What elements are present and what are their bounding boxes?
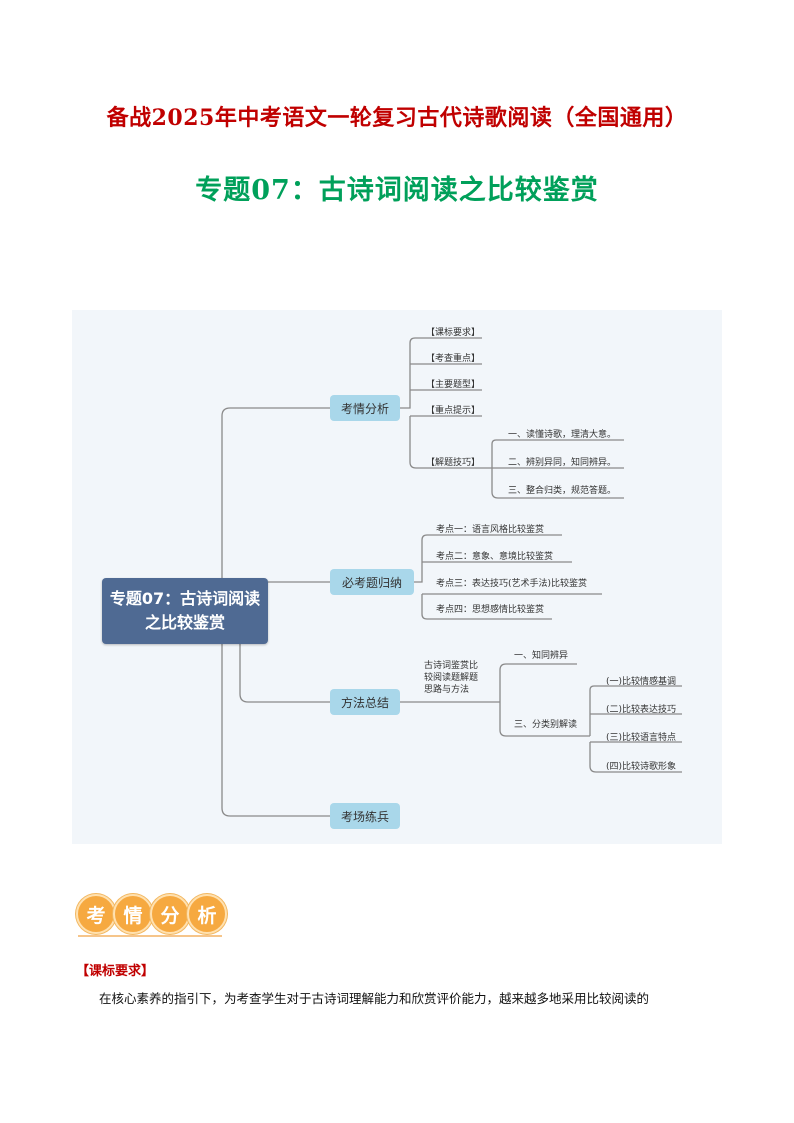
branch-node-practice: 考场练兵 [330, 803, 400, 829]
leaf-point-2: 考点二：意象、意境比较鉴赏 [436, 552, 554, 562]
leaf-tip-1: 一、读懂诗歌，理清大意。 [508, 430, 617, 440]
leaf-exam-focus: 【考查重点】 [426, 354, 481, 364]
banner-badge-4: 析 [187, 894, 227, 934]
section-banner: 考 情 分 析 [76, 894, 227, 937]
leaf-sub-1: (一)比较情感基调 [606, 677, 677, 687]
leaf-tip-3: 三、整合归类，规范答题。 [508, 486, 617, 496]
connector-trunk-lower [221, 644, 330, 817]
leaf-solving-skills: 【解题技巧】 [426, 458, 481, 468]
connector-b1-tips [491, 439, 624, 499]
banner-badge-1: 考 [76, 894, 116, 934]
connector-b2-c4 [421, 594, 552, 620]
connector-b3-sub [589, 685, 682, 773]
leaf-point-4: 考点四：思想感情比较鉴赏 [436, 605, 545, 615]
leaf-tip-2: 二、辨别异同，知同辨异。 [508, 458, 617, 468]
branch-node-method-summary: 方法总结 [330, 689, 400, 715]
root-node: 专题07：古诗词阅读之比较鉴赏 [102, 578, 268, 644]
leaf-point-3: 考点三：表达技巧(艺术手法)比较鉴赏 [436, 579, 588, 589]
banner-badge-3: 分 [150, 894, 190, 934]
connector-trunk [221, 407, 330, 578]
branch-node-key-points: 必考题归纳 [330, 569, 414, 595]
leaf-method-3: 三、分类别解读 [514, 720, 578, 730]
leaf-key-tips: 【重点提示】 [426, 406, 481, 416]
connector-b3-split [499, 663, 590, 737]
leaf-curriculum-requirements: 【课标要求】 [426, 328, 481, 338]
leaf-question-types: 【主要题型】 [426, 380, 481, 390]
leaf-method-1: 一、知同辨异 [514, 651, 569, 661]
mind-map: 专题07：古诗词阅读之比较鉴赏 考情分析 必考题归纳 方法总结 考场练兵 【课标… [72, 310, 722, 844]
leaf-sub-2: (二)比较表达技巧 [606, 705, 677, 715]
connector-root-b3 [239, 644, 330, 703]
document-title: 备战2025年中考语文一轮复习古代诗歌阅读（全国通用） [106, 105, 688, 131]
mind-map-connectors [221, 337, 682, 817]
branch-node-exam-analysis: 考情分析 [330, 395, 400, 421]
leaf-sub-3: (三)比较语言特点 [606, 733, 677, 743]
connector-b1 [400, 337, 482, 409]
section-heading: 【课标要求】 [76, 964, 155, 979]
connector-b1-c5 [409, 416, 492, 469]
method-description: 古诗词鉴赏比较阅读题解题思路与方法 [424, 661, 479, 695]
leaf-sub-4: (四)比较诗歌形象 [606, 762, 677, 772]
connector-b2 [414, 534, 562, 583]
leaf-point-1: 考点一：语言风格比较鉴赏 [436, 525, 545, 535]
banner-underline [78, 935, 222, 937]
banner-badge-2: 情 [113, 894, 153, 934]
body-paragraph: 在核心素养的指引下，为考查学生对于古诗词理解能力和欣赏评价能力，越来越多地采用比… [99, 991, 650, 1006]
document-subtitle: 专题07：古诗词阅读之比较鉴赏 [195, 175, 599, 206]
